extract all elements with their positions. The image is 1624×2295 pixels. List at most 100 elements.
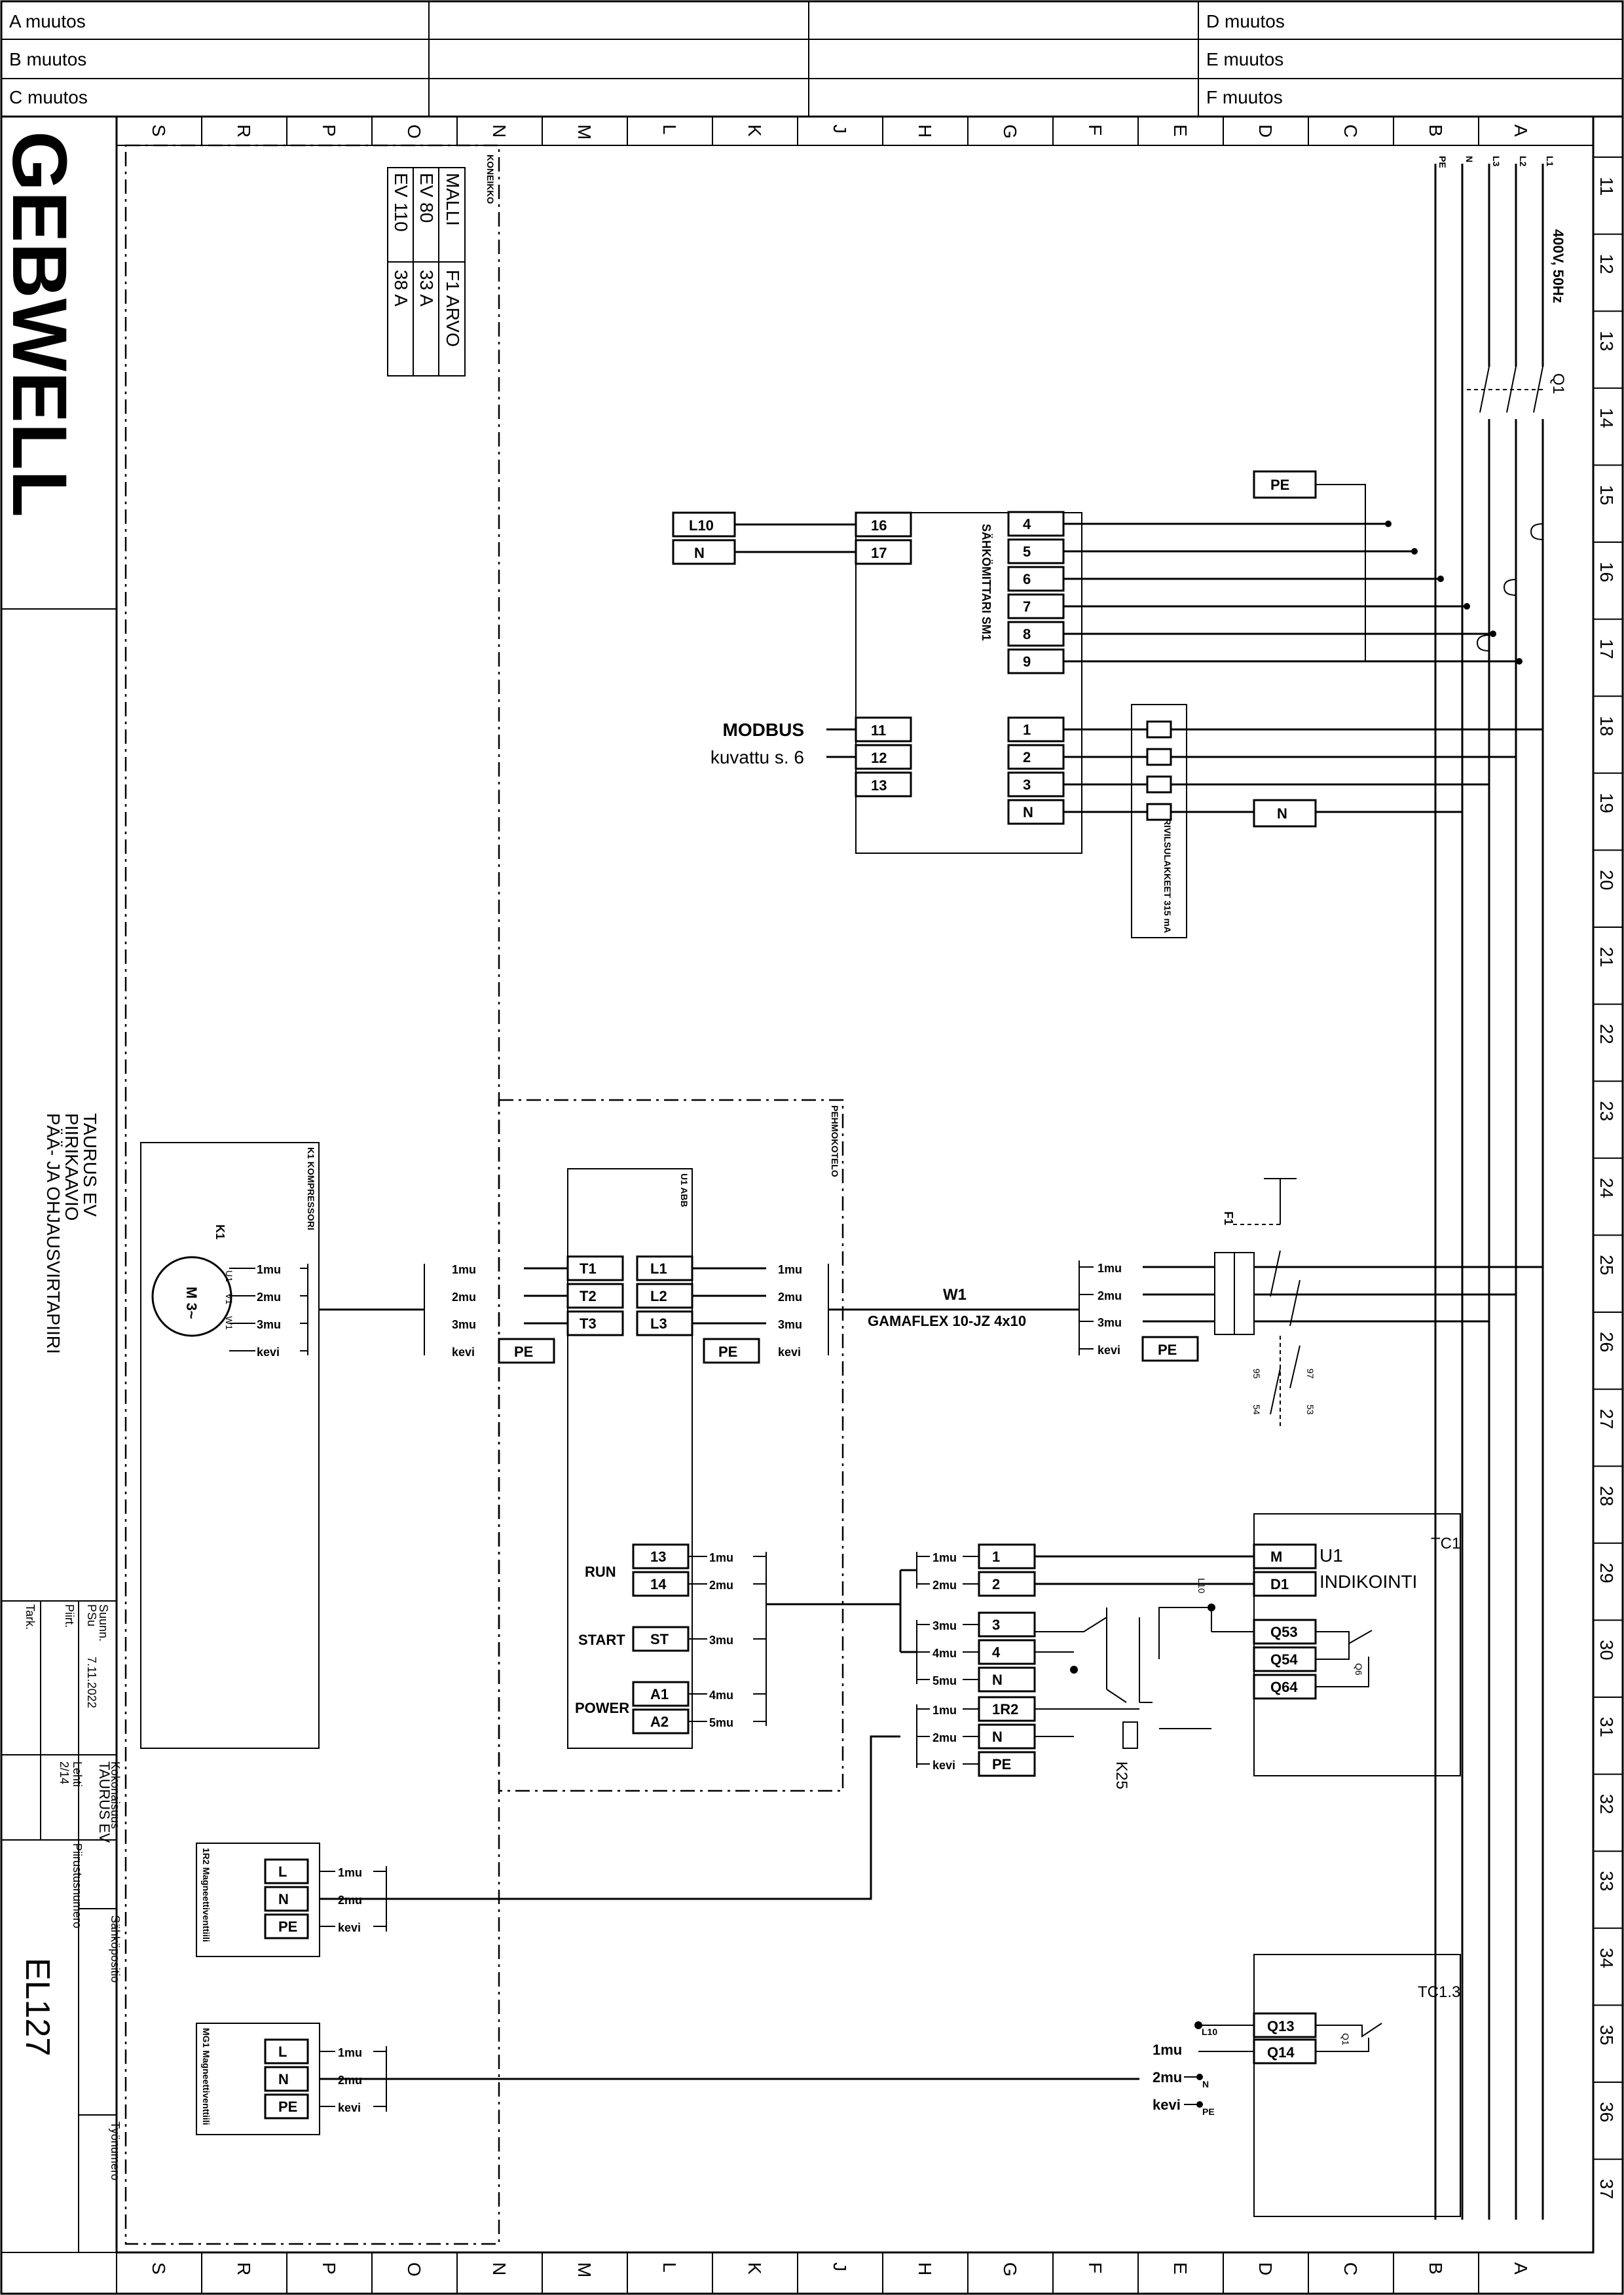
drawing-frame	[115, 115, 1595, 2254]
tc1-u1: U1	[1320, 1545, 1343, 1566]
col-bottom-O: O	[404, 2262, 424, 2277]
kokonaisuus-label: Kokonaisuus	[109, 1761, 122, 1829]
koneikko-r2c2: 38 A	[391, 270, 411, 306]
row-15: 15	[1596, 485, 1617, 505]
col-top-M: M	[574, 124, 595, 139]
f1-name: F1	[1222, 1211, 1235, 1225]
row-37: 37	[1596, 2179, 1617, 2199]
koneikko-h2: F1 ARVO	[443, 270, 463, 347]
rev-a: A muutos	[9, 11, 86, 31]
u1-term: U1	[224, 1270, 234, 1282]
sm1-pe: PE	[1270, 477, 1289, 493]
rev-e: E muutos	[1206, 49, 1283, 69]
ctrl-term-6: N	[992, 1729, 1003, 1745]
tc13-w1: 1mu	[1153, 2042, 1182, 2058]
f1-wire-0: 1mu	[1098, 1262, 1122, 1275]
supply-bus: L1 L2 L3 N PE 400V, 50Hz Q1	[1434, 156, 1567, 2220]
f1-wire-3: kevi	[1098, 1344, 1120, 1357]
sm1-t12: 12	[871, 750, 887, 766]
u1-ctrl-ST: ST	[650, 1631, 669, 1647]
koneikko-h1: MALLI	[443, 173, 463, 226]
sm1-right-7: 7	[1023, 598, 1031, 615]
ctrl-term-7: PE	[992, 1756, 1011, 1772]
ctrl-wire-1: 2mu	[932, 1579, 957, 1592]
u1-line-wire-3: kevi	[778, 1346, 801, 1359]
koneikko-table: MALLI F1 ARVO EV 80 33 A EV 110 38 A	[387, 167, 466, 376]
mv1-terms-wire-2: kevi	[338, 2101, 361, 2114]
sm1-right-8: 8	[1023, 626, 1031, 642]
row-16: 16	[1596, 562, 1617, 582]
tc13-pe: PE	[1202, 2106, 1215, 2117]
col-top-H: H	[915, 124, 935, 138]
row-14: 14	[1596, 408, 1617, 428]
suunn-label: Suunn.	[97, 1604, 110, 1642]
f1-c54: 53	[1305, 1405, 1316, 1415]
tc1-term-Q64: Q64	[1270, 1679, 1298, 1695]
ctrl-term-1: 2	[992, 1576, 1000, 1592]
u1-motor-wire-3: kevi	[452, 1346, 475, 1359]
col-top-E: E	[1170, 124, 1190, 137]
row-36: 36	[1596, 2102, 1617, 2122]
row-18: 18	[1596, 716, 1617, 736]
koneikko-r2c1: EV 110	[391, 173, 411, 232]
tark-label: Tark.	[24, 1604, 37, 1630]
u1-line-wire-1: 2mu	[778, 1291, 802, 1304]
tc1-indikointi: INDIKOINTI	[1320, 1571, 1417, 1592]
sm1-right-2: 2	[1023, 749, 1031, 765]
modbus-label: MODBUS	[723, 720, 804, 740]
col-top-R: R	[234, 124, 254, 138]
f1-c95: 95	[1251, 1368, 1262, 1379]
f1-wire-2: 3mu	[1098, 1316, 1122, 1329]
sahkopositio-label: Sähköpositio	[109, 1915, 122, 1983]
supply-voltage: 400V, 50Hz	[1550, 229, 1566, 303]
u1-motor-wire-1: 2mu	[452, 1291, 476, 1304]
n-out: N	[1277, 805, 1287, 822]
ctrl-wire-4: 5mu	[932, 1674, 957, 1687]
row-19: 19	[1596, 793, 1617, 813]
col-bottom-E: E	[1170, 2262, 1190, 2275]
row-34: 34	[1596, 1948, 1617, 1968]
tc1-term-M: M	[1270, 1549, 1282, 1565]
tc13-l10: L10	[1202, 2027, 1217, 2037]
u1-line-wire-0: 1mu	[778, 1263, 802, 1276]
row-25: 25	[1596, 1255, 1617, 1275]
tc13-controller: TC1.3 Q13 Q14 Q1 L10 1mu 2mu kevi N PE	[1153, 1954, 1461, 2217]
sm1-l10: L10	[689, 517, 714, 534]
comp-wire-2: 3mu	[257, 1318, 281, 1331]
u1-ctrl-wire-4: 5mu	[709, 1716, 733, 1729]
row-27: 27	[1596, 1409, 1617, 1429]
u1-motor-wire-2: 3mu	[452, 1318, 476, 1331]
sm1-right-1: 1	[1023, 722, 1031, 738]
comp-wire-0: 1mu	[257, 1263, 281, 1276]
tc13-w3: kevi	[1153, 2097, 1181, 2113]
ctrl-wire-3: 4mu	[932, 1647, 957, 1660]
mg1-title: MG1 Magneettiventtiili	[201, 2028, 212, 2125]
title-line-1: TAURUS EV	[80, 1113, 100, 1217]
f1-wire-1: 2mu	[1098, 1289, 1122, 1302]
koneikko-r1c1: EV 80	[416, 173, 437, 223]
ctrl-wire-5: 1mu	[932, 1704, 957, 1717]
col-top-F: F	[1085, 124, 1105, 136]
mv1-terms-wire-1: 2mu	[338, 2074, 362, 2087]
sm1-t11: 11	[871, 722, 886, 739]
row-32: 32	[1596, 1794, 1617, 1814]
rev-d: D muutos	[1206, 11, 1285, 31]
power-label: POWER	[575, 1700, 629, 1716]
ctrl-term-4: N	[992, 1672, 1003, 1688]
q1-label: Q1	[1549, 373, 1567, 394]
u1-title: U1 ABB	[679, 1173, 690, 1207]
tc1-term-D1: D1	[1270, 1576, 1289, 1592]
row-35: 35	[1596, 2025, 1617, 2045]
bus-l1: L1	[1545, 156, 1555, 167]
u1-l2: L2	[650, 1288, 667, 1304]
col-top-C: C	[1340, 124, 1361, 138]
mv1r2-terms-term-2: PE	[278, 1919, 297, 1935]
ctrl-term-0: 1	[992, 1549, 1000, 1565]
compressor-k1: K1 KOMPRESSORI K1 M 3~ U1 V1 W1 1mu2mu3m…	[140, 1142, 320, 1749]
